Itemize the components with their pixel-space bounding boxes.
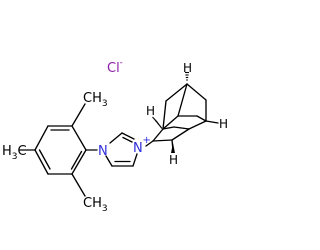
chloride-charge: - [120,58,123,68]
hashed-bond-left [152,116,163,129]
n-cationic-charge: + [143,135,151,146]
bridgehead-h-bottom: H [169,153,178,167]
bond-ortho-bottom-methyl [71,173,86,197]
chlorine-symbol: Cl [107,61,120,76]
bond-n3-cage [145,140,154,147]
bond-ring-double-2 [38,149,51,170]
imidazolium-ring: N N + [85,132,151,167]
bond-ring-c6-c1 [71,149,87,175]
bond-c2-n3 [121,132,135,140]
bond-ortho-top-methyl [71,103,86,127]
cage-bond-10 [186,83,207,101]
methyl-ortho-top-label: CH3 [83,91,108,109]
cage-bond-5 [162,115,179,130]
cage-bond-12 [188,120,207,130]
molecule-diagram: Cl - CH3 CH3 H3C N N + [2,58,228,214]
bond-ring-c4-c5 [34,149,49,175]
methyl-para-label: H3C [2,144,27,162]
chloride-ion: Cl - [107,58,123,76]
bridgehead-h-right: H [219,117,228,131]
cage-bond-13 [196,115,207,122]
cage-bond-16 [205,120,219,124]
methyl-groups: CH3 CH3 H3C [2,91,108,214]
hashed-bond-top [185,71,189,81]
cage-bond-3 [171,128,190,141]
bond-ring-c1-c2 [71,125,87,151]
bond-ring-double-3 [70,150,83,170]
bond-c2-n3-double [122,136,133,143]
cage-bond-2 [152,139,173,142]
bond-n3-c4 [132,153,138,167]
adamantyl-cage: H H H H [145,61,228,167]
n-cationic-label: N [133,141,143,156]
bond-c5-n1 [105,155,113,167]
cage-bond-14 [162,126,175,130]
cage-bond-8 [162,100,167,130]
methyl-ortho-bottom-label: CH3 [83,196,108,214]
bond-ring-c3-c4 [34,125,49,151]
n-aryl-label: N [98,144,108,159]
bridgehead-h-left: H [146,104,155,118]
cage-bond-1 [152,128,164,142]
mesityl-ring [34,125,87,175]
bridgehead-h-top: H [183,61,192,75]
cage-bond-15 [173,126,190,130]
wedge-bond-bottom [171,143,175,153]
cage-bond-9 [165,83,188,102]
bond-n1-c2 [109,132,123,144]
cage-bond-6 [177,83,188,117]
